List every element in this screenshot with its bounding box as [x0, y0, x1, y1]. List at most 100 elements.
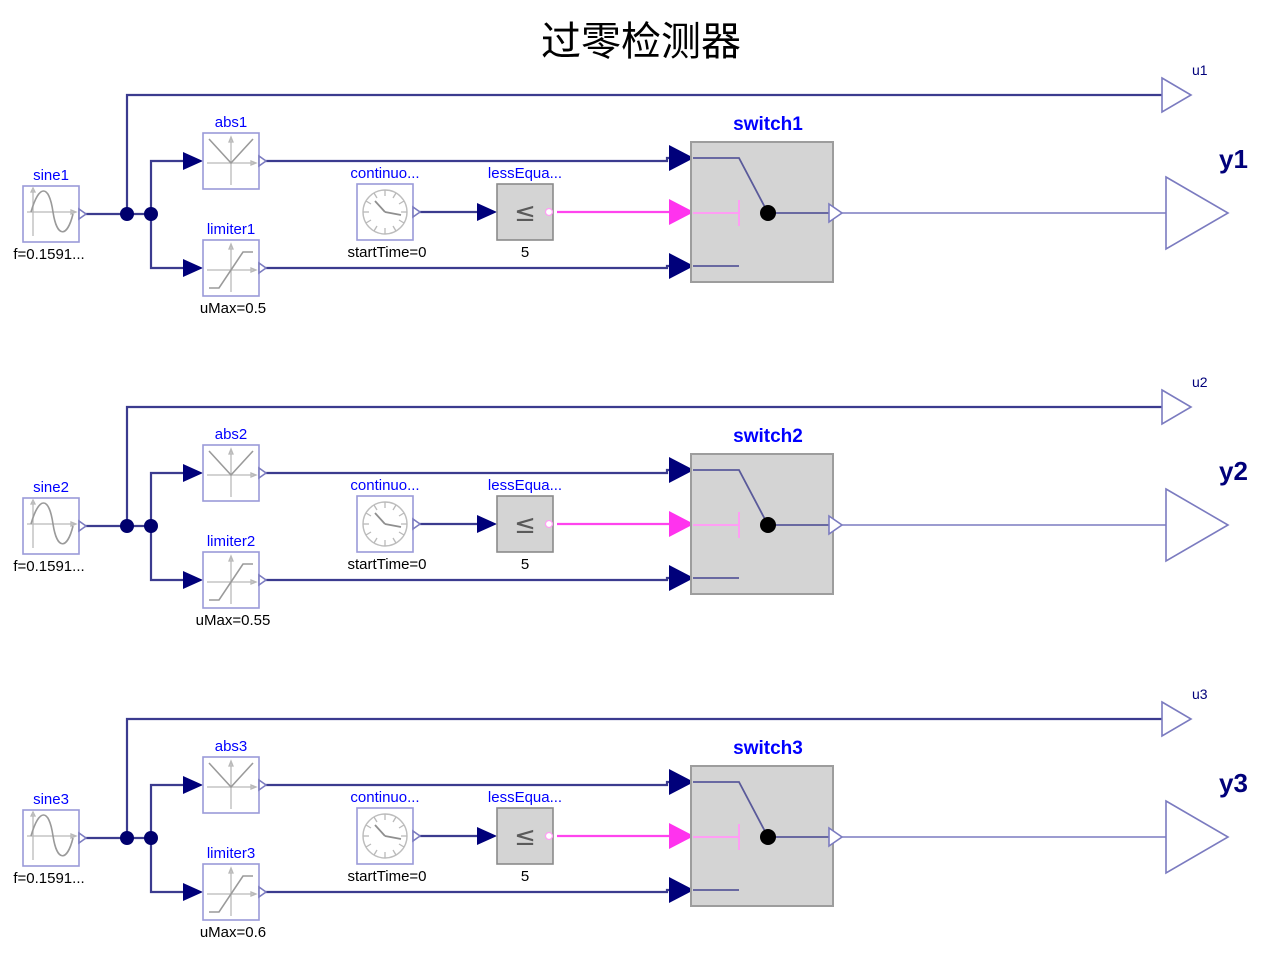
wire-to-abs — [149, 471, 185, 526]
switch-condition-arrow-icon — [669, 511, 694, 537]
wire-abs-to-switch — [263, 156, 673, 163]
less-equal-icon: ≤ — [514, 198, 536, 228]
block-clock[interactable]: continuo... startTime=0 — [347, 789, 426, 885]
sine-block-body — [22, 497, 80, 555]
switch-input1-arrow-icon — [669, 457, 694, 483]
limiter-output-port-icon — [258, 885, 268, 899]
switch-condition-arrow-icon — [669, 199, 694, 225]
switch-lever-icon — [693, 781, 769, 838]
limiter-block-param: uMax=0.55 — [196, 612, 271, 629]
block-abs[interactable]: abs3 — [183, 738, 268, 814]
block-clock[interactable]: continuo...startTime=0 — [347, 165, 426, 261]
switch-block-label: switch3 — [733, 738, 803, 759]
clock-block-param: startTime=0 — [347, 244, 426, 261]
wire-to-abs — [149, 159, 185, 214]
lessequal-block-label: lessEqua... — [488, 789, 562, 806]
clock-block-param: startTime=0 — [347, 556, 426, 573]
limiter-input-arrow-icon — [183, 883, 203, 901]
abs-input-arrow-icon — [183, 776, 203, 794]
wire-u-branch — [125, 405, 1162, 526]
block-abs[interactable]: abs2 — [183, 426, 268, 502]
lessequal-block-label: lessEqua... — [488, 477, 562, 494]
lessequal-output-port-icon — [544, 831, 554, 841]
clock-block-param: startTime=0 — [347, 868, 426, 885]
switch-condition-arrow-icon — [669, 823, 694, 849]
wire-junction-dot — [144, 207, 158, 221]
output-connector-u[interactable]: u2 — [1161, 374, 1208, 426]
switch-lever-icon — [693, 469, 769, 526]
clock-block-label: continuo... — [350, 789, 419, 806]
output-label-u: u3 — [1192, 686, 1208, 702]
abs-output-port-icon — [258, 466, 268, 480]
limiter-block-param: uMax=0.5 — [200, 300, 266, 317]
output-connector-y[interactable]: y2 — [1165, 456, 1248, 563]
block-switch[interactable]: switch2 — [669, 426, 844, 595]
block-sine-source[interactable]: sine1f=0.1591... — [13, 167, 88, 263]
switch-input1-arrow-icon — [669, 769, 694, 795]
switch-output-port-icon — [828, 202, 844, 224]
output-connector-y[interactable]: y3 — [1165, 768, 1248, 875]
sine-output-port-icon — [78, 831, 88, 845]
output-connector-u[interactable]: u3 — [1161, 686, 1208, 738]
wire-limiter-to-switch — [263, 888, 673, 894]
wire-junction-dot — [120, 831, 134, 845]
abs-block-label: abs2 — [215, 426, 248, 443]
wire-junction-dot — [144, 519, 158, 533]
wire-to-limiter — [149, 838, 185, 894]
wire-u-branch — [125, 717, 1162, 838]
lessequal-block-label: lessEqua... — [488, 165, 562, 182]
block-sine-source[interactable]: sine2f=0.1591... — [13, 479, 88, 575]
wire-junction-dot — [120, 519, 134, 533]
lessequal-input-arrow-icon — [477, 827, 497, 845]
lessequal-block-body — [496, 807, 554, 865]
output-label-y: y1 — [1219, 144, 1248, 174]
wire-to-abs — [149, 783, 185, 838]
lessequal-output-port-icon — [544, 207, 554, 217]
limiter-input-arrow-icon — [183, 259, 203, 277]
clock-output-port-icon — [412, 205, 422, 219]
sine-block-body — [22, 185, 80, 243]
limiter-output-port-icon — [258, 573, 268, 587]
block-less-equal[interactable]: ≤ lessEqua... 5 — [477, 789, 562, 885]
lessequal-input-arrow-icon — [477, 515, 497, 533]
output-port-icon — [1161, 388, 1193, 426]
sine-output-port-icon — [78, 519, 88, 533]
limiter-input-arrow-icon — [183, 571, 203, 589]
block-less-equal[interactable]: ≤lessEqua...5 — [477, 477, 562, 573]
block-switch[interactable]: switch3 — [669, 738, 844, 907]
abs-input-arrow-icon — [183, 152, 203, 170]
block-abs[interactable]: abs1 — [183, 114, 268, 190]
block-switch[interactable]: switch1 — [669, 114, 844, 283]
wire-limiter-to-switch — [263, 576, 673, 582]
block-less-equal[interactable]: ≤lessEqua...5 — [477, 165, 562, 261]
block-sine-source[interactable]: sine3f=0.1591... — [13, 791, 88, 887]
sine-block-label: sine1 — [33, 167, 69, 184]
output-label-u: u2 — [1192, 374, 1208, 390]
abs-output-port-icon — [258, 778, 268, 792]
output-connector-u[interactable]: u1 — [1161, 62, 1208, 114]
clock-icon — [362, 189, 408, 235]
switch-output-port-icon — [828, 826, 844, 848]
output-port-icon — [1161, 76, 1193, 114]
wire-abs-to-switch — [263, 780, 673, 787]
switch-input3-arrow-icon — [669, 565, 694, 591]
lessequal-block-param: 5 — [521, 868, 529, 885]
rows-container: sine1f=0.1591...abs1limiter1uMax=0.5cont… — [13, 62, 1248, 941]
wire-limiter-to-switch — [263, 264, 673, 270]
switch-input3-arrow-icon — [669, 877, 694, 903]
limiter-block-label: limiter1 — [207, 221, 255, 238]
less-equal-icon: ≤ — [514, 822, 536, 852]
output-port-icon — [1165, 175, 1230, 251]
block-clock[interactable]: continuo...startTime=0 — [347, 477, 426, 573]
limiter-output-port-icon — [258, 261, 268, 275]
switch-block-label: switch2 — [733, 426, 803, 447]
sine-block-param: f=0.1591... — [13, 558, 84, 575]
block-limiter[interactable]: limiter1 uMax=0.5 — [183, 221, 268, 317]
output-connector-y[interactable]: y1 — [1165, 144, 1248, 251]
output-label-y: y3 — [1219, 768, 1248, 798]
